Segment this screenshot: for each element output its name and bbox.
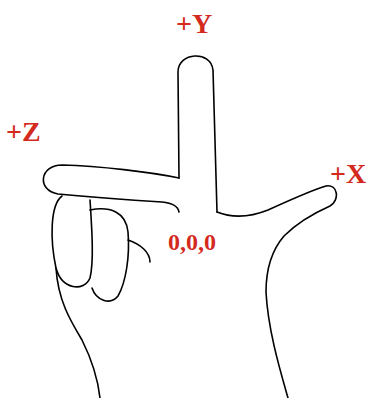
origin-label: 0,0,0 xyxy=(168,230,216,254)
middle-finger xyxy=(43,165,179,212)
axis-label: +Y xyxy=(176,10,212,38)
thumb xyxy=(217,186,336,398)
index-finger xyxy=(178,56,217,212)
finger-crease xyxy=(128,240,150,262)
wrist-line xyxy=(56,268,100,398)
axis-label: +Z xyxy=(6,118,41,146)
ring-finger xyxy=(52,196,92,287)
axis-label: +X xyxy=(330,160,366,188)
little-finger xyxy=(90,209,129,301)
